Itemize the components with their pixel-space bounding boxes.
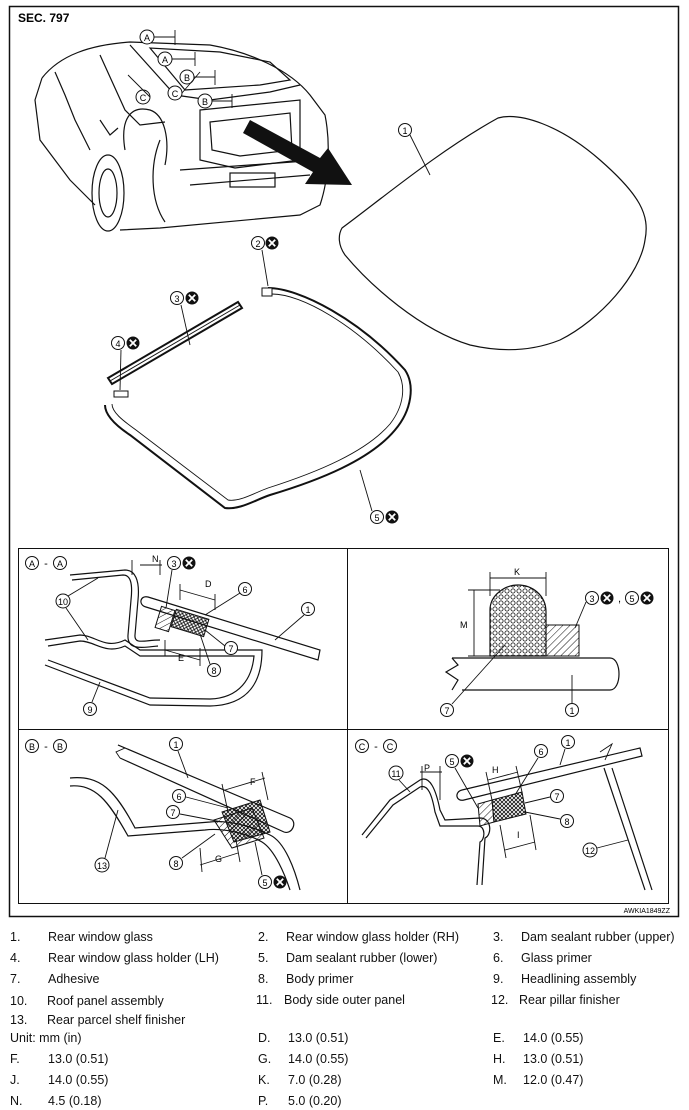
detail-panels-frame [18, 548, 669, 904]
svg-text:7: 7 [228, 644, 233, 654]
svg-text:B: B [57, 742, 63, 752]
svg-text:,: , [618, 593, 621, 605]
dam-sealant-assembly [104, 287, 412, 510]
svg-text:8: 8 [173, 859, 178, 869]
svg-text:I: I [517, 830, 520, 840]
svg-text:4: 4 [115, 339, 120, 349]
dim-N: N.4.5 (0.18) [10, 1094, 102, 1108]
rear-window-glass [338, 116, 647, 351]
svg-text:A: A [144, 33, 150, 43]
section-c-c: C - C H I P 11 5 6 1 7 8 12 [355, 735, 653, 891]
dim-J: J.14.0 (0.55) [10, 1073, 109, 1087]
svg-text:B: B [202, 97, 208, 107]
dim-F: F.13.0 (0.51) [10, 1052, 109, 1066]
svg-text:3: 3 [171, 559, 176, 569]
dim-M: M.12.0 (0.47) [493, 1073, 584, 1087]
svg-text:-: - [44, 741, 48, 753]
svg-text:B: B [29, 742, 35, 752]
svg-text:1: 1 [565, 738, 570, 748]
svg-text:5: 5 [262, 878, 267, 888]
legend-item-6: 6.Glass primer [493, 951, 592, 965]
figure-frame [8, 5, 680, 918]
direction-arrow [243, 120, 352, 185]
svg-text:C: C [140, 93, 147, 103]
legend-item-3: 3.Dam sealant rubber (upper) [493, 930, 675, 944]
dim-D: D.13.0 (0.51) [258, 1031, 349, 1045]
svg-text:8: 8 [211, 666, 216, 676]
legend-item-10: 10.Roof panel assembly [10, 994, 164, 1008]
svg-text:5: 5 [374, 513, 379, 523]
svg-text:N: N [152, 554, 159, 564]
unit-label: Unit: mm (in) [10, 1031, 82, 1045]
legend-item-8: 8.Body primer [258, 972, 354, 986]
dim-G: G.14.0 (0.55) [258, 1052, 349, 1066]
svg-text:7: 7 [444, 706, 449, 716]
legend-item-11: 11.Body side outer panel [256, 993, 405, 1007]
svg-text:G: G [215, 854, 222, 864]
dim-K: K.7.0 (0.28) [258, 1073, 342, 1087]
dim-P: P.5.0 (0.20) [258, 1094, 342, 1108]
legend-item-1: 1.Rear window glass [10, 930, 153, 944]
section-label: SEC. 797 [18, 11, 70, 25]
legend-item-12: 12.Rear pillar finisher [491, 993, 620, 1007]
section-b-b: B - B F G 1 6 7 8 13 5 [25, 737, 301, 891]
svg-text:2: 2 [255, 239, 260, 249]
svg-text:10: 10 [58, 597, 68, 607]
svg-text:6: 6 [538, 747, 543, 757]
svg-text:7: 7 [554, 792, 559, 802]
svg-text:6: 6 [242, 585, 247, 595]
section-a-a: A - A N D E 3 6 1 7 8 10 9 [25, 554, 321, 716]
svg-text:5: 5 [449, 757, 454, 767]
svg-text:H: H [492, 765, 499, 775]
svg-text:8: 8 [564, 817, 569, 827]
svg-text:A: A [57, 559, 63, 569]
svg-text:P: P [424, 763, 430, 773]
svg-text:C: C [387, 742, 394, 752]
svg-text:1: 1 [305, 605, 310, 615]
svg-text:12: 12 [585, 846, 595, 856]
svg-text:C: C [172, 89, 179, 99]
figure-code: AWKIA1849ZZ [624, 908, 671, 915]
sealant-bead-detail: K M 3 , 5 7 1 [440, 567, 655, 717]
car-callouts: A A B B C C [127, 29, 233, 109]
svg-text:-: - [374, 741, 378, 753]
parts-legend: 1.Rear window glass 2.Rear window glass … [0, 920, 689, 1110]
svg-text:1: 1 [569, 706, 574, 716]
svg-text:C: C [359, 742, 366, 752]
car-sketch [34, 41, 329, 232]
legend-item-5: 5.Dam sealant rubber (lower) [258, 951, 438, 965]
assembly-callouts: 2 3 4 5 [111, 235, 400, 525]
svg-text:6: 6 [176, 792, 181, 802]
svg-text:3: 3 [589, 594, 594, 604]
diagram-figure: SEC. 797 A A B B C C [8, 5, 680, 918]
svg-text:M: M [460, 620, 468, 630]
legend-item-2: 2.Rear window glass holder (RH) [258, 930, 459, 944]
callout-1: 1 [402, 126, 407, 136]
svg-text:A: A [162, 55, 168, 65]
svg-text:A: A [29, 559, 35, 569]
svg-text:1: 1 [173, 740, 178, 750]
svg-text:-: - [44, 558, 48, 570]
dim-H: H.13.0 (0.51) [493, 1052, 584, 1066]
dim-E: E.14.0 (0.55) [493, 1031, 584, 1045]
legend-item-4: 4.Rear window glass holder (LH) [10, 951, 219, 965]
svg-text:5: 5 [629, 594, 634, 604]
svg-text:F: F [250, 777, 256, 787]
legend-item-9: 9.Headlining assembly [493, 972, 637, 986]
svg-text:B: B [184, 73, 190, 83]
svg-text:K: K [514, 567, 520, 577]
svg-text:3: 3 [174, 294, 179, 304]
svg-text:D: D [205, 579, 212, 589]
svg-text:11: 11 [391, 769, 400, 779]
legend-item-7: 7.Adhesive [10, 972, 100, 986]
svg-text:7: 7 [170, 808, 175, 818]
svg-text:E: E [178, 653, 184, 663]
legend-item-13: 13.Rear parcel shelf finisher [10, 1013, 186, 1027]
svg-text:13: 13 [97, 861, 107, 871]
svg-text:9: 9 [87, 705, 92, 715]
